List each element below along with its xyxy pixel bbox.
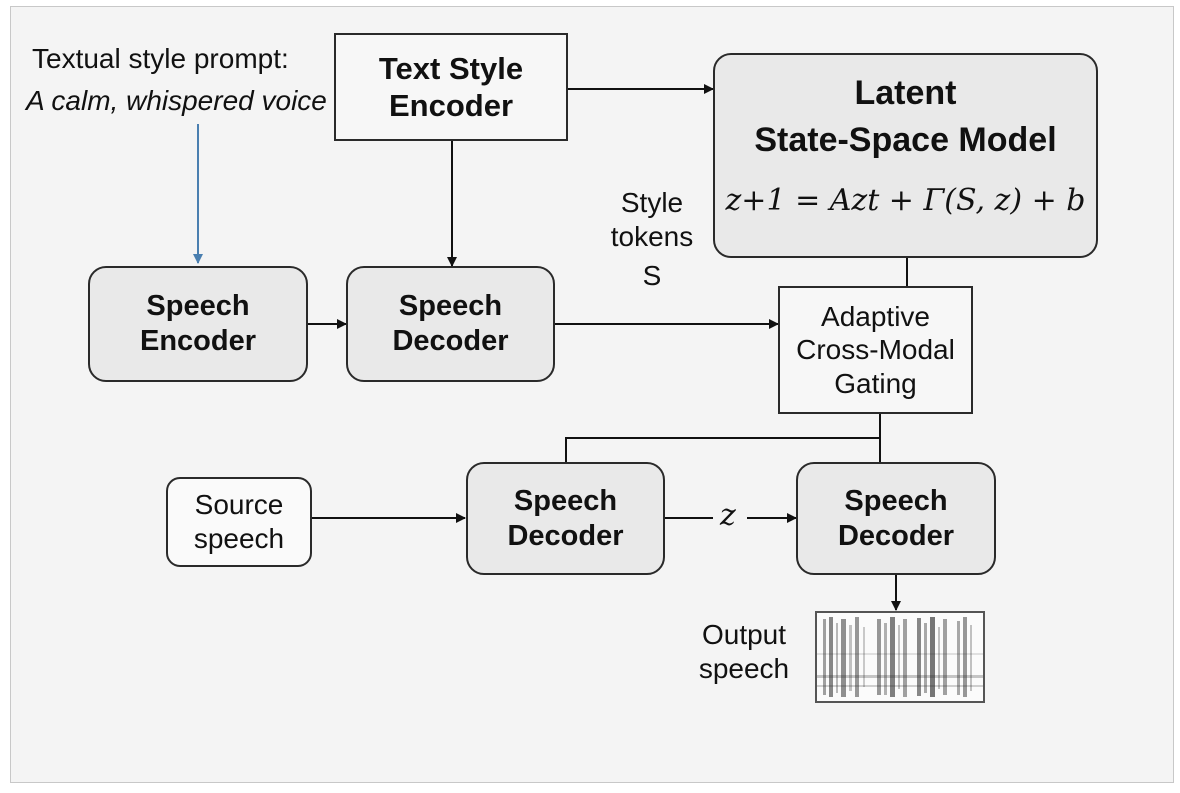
text-style-encoder-block: Text Style Encoder [334, 33, 568, 141]
style-tokens-line: tokens [610, 220, 694, 252]
block-label-line: Decoder [837, 519, 955, 552]
block-label-line: Speech [844, 484, 948, 517]
style-tokens-label: Style tokens S [596, 186, 708, 293]
block-label-line: Speech [146, 290, 250, 323]
adaptive-gating-block: Adaptive Cross-Modal Gating [778, 286, 973, 414]
latent-state-space-model-block: Latent State-Space Model z+1 = Azt + Γ(S… [713, 53, 1098, 258]
speech-decoder-top-block: Speech Decoder [346, 266, 555, 382]
block-label-line: Source [194, 489, 284, 521]
line-gating-to-mid-decoder [565, 414, 881, 462]
speech-decoder-right-block: Speech Decoder [796, 462, 996, 575]
output-speech-line: Output [701, 619, 787, 650]
speech-encoder-block: Speech Encoder [88, 266, 308, 382]
output-speech-label: Output speech [682, 618, 806, 685]
output-speech-line: speech [698, 652, 790, 684]
block-label-line: Gating [834, 367, 917, 399]
latent-title-line: Latent [854, 74, 957, 112]
block-label-line: Text Style [378, 50, 524, 86]
source-speech-block: Source speech [166, 477, 312, 567]
style-tokens-line: Style [620, 187, 684, 218]
block-label-line: Encoder [139, 325, 257, 357]
block-label-line: Speech [513, 484, 618, 517]
block-label-line: Adaptive [821, 300, 930, 332]
latent-title-line: State-Space Model [754, 120, 1057, 159]
block-label-line: Decoder [392, 325, 509, 357]
block-label-line: Decoder [507, 519, 624, 552]
state-space-equation: z+1 = Azt + Γ(S, z) + b [725, 182, 1086, 218]
speech-decoder-mid-block: Speech Decoder [466, 462, 665, 575]
spectrogram-graphic [817, 617, 983, 697]
style-symbol: S [642, 260, 662, 292]
spectrogram-image [815, 611, 985, 703]
z-symbol: z [720, 498, 736, 533]
block-label-line: Speech [398, 290, 503, 323]
block-label-line: Cross-Modal [796, 334, 955, 366]
block-label-line: Encoder [388, 88, 514, 123]
prompt-heading: Textual style prompt: [32, 43, 289, 74]
prompt-example: A calm, whispered voice [26, 85, 327, 116]
block-label-line: speech [193, 523, 285, 554]
